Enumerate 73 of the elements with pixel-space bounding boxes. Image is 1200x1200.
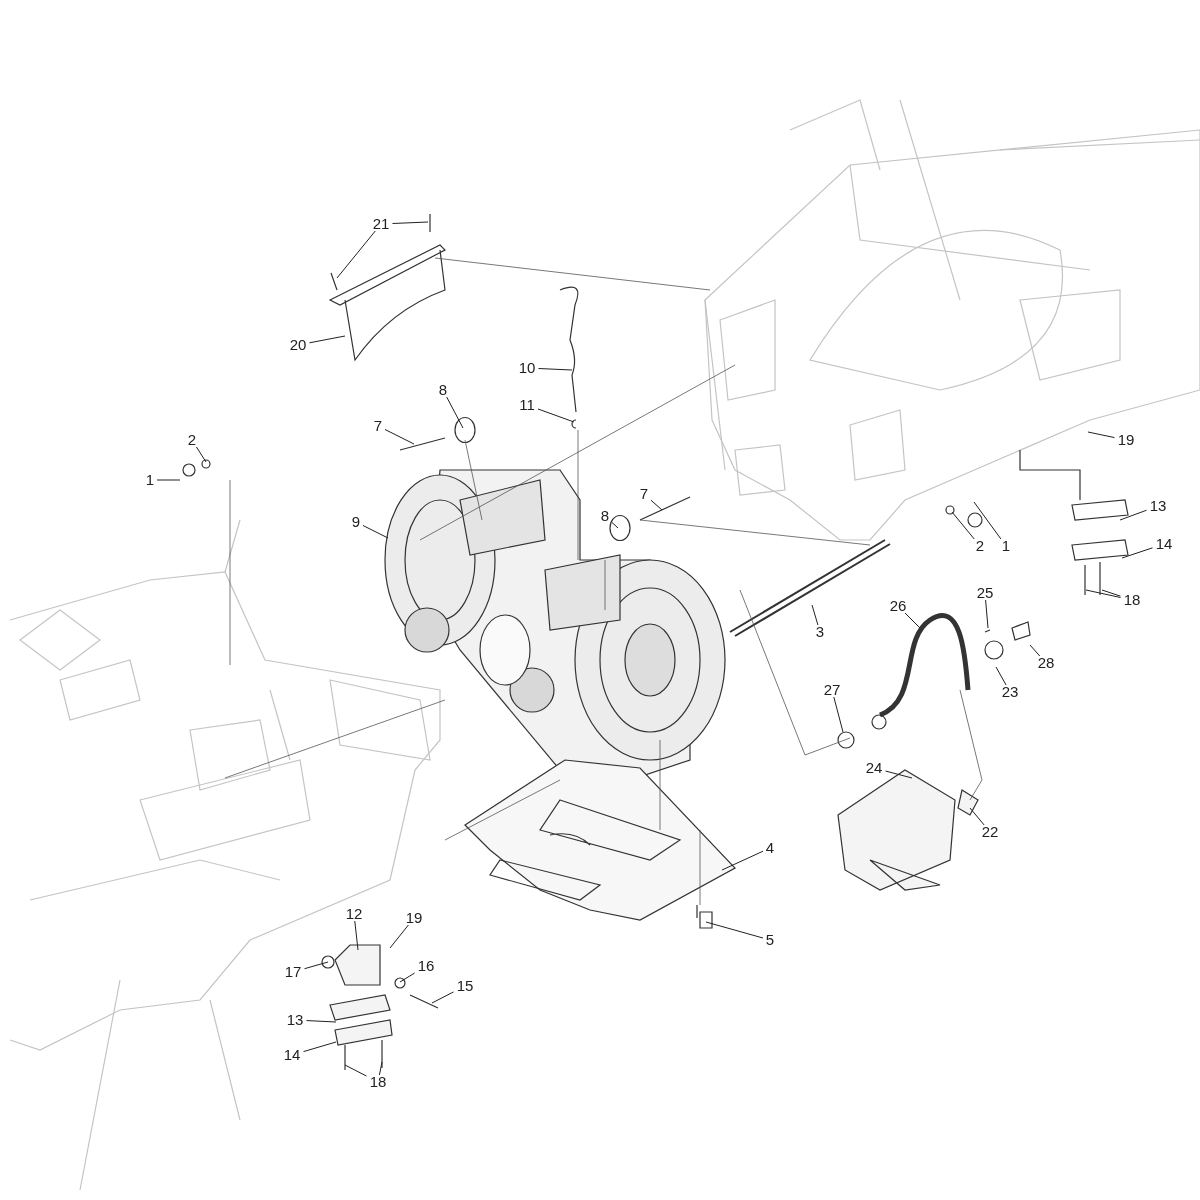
leader-line: [156, 479, 181, 481]
leader-line: [969, 807, 985, 826]
leader-line: [303, 1041, 337, 1053]
leader-line: [1119, 509, 1147, 521]
callout-number: 27: [821, 681, 843, 699]
callout-number: 21: [370, 215, 392, 233]
leader-line: [1087, 431, 1115, 439]
callout-number: 18: [367, 1073, 389, 1091]
callout-number: 5: [763, 931, 777, 949]
leader-line: [611, 521, 619, 529]
leader-line: [446, 396, 464, 429]
leader-line: [650, 499, 663, 511]
leader-line: [306, 1020, 337, 1023]
callout-number: 17: [282, 963, 304, 981]
leader-line: [538, 368, 573, 371]
callout-number: 10: [516, 359, 538, 377]
callout-number: 14: [1153, 535, 1175, 553]
leader-line: [389, 924, 409, 949]
leader-line: [195, 446, 207, 463]
callout-number: 20: [287, 336, 309, 354]
callout-number: 14: [281, 1046, 303, 1064]
leader-line: [431, 991, 454, 1004]
leader-line: [1029, 644, 1041, 657]
leader-line: [885, 770, 913, 779]
callout-number: 24: [863, 759, 885, 777]
callout-number: 8: [598, 507, 612, 525]
callout-number: 13: [284, 1011, 306, 1029]
leader-line: [833, 696, 844, 733]
callout-number: 19: [403, 909, 425, 927]
leader-line: [354, 920, 359, 951]
callout-number: 3: [813, 623, 827, 641]
leader-line: [811, 604, 819, 626]
leader-line: [344, 1064, 367, 1077]
callout-number: 15: [454, 977, 476, 995]
leader-line: [1101, 589, 1121, 597]
callout-number: 7: [371, 417, 385, 435]
callout-number: 23: [999, 683, 1021, 701]
callout-number: 1: [999, 537, 1013, 555]
leader-line: [392, 221, 429, 224]
callout-number: 1: [143, 471, 157, 489]
callout-number: 28: [1035, 654, 1057, 672]
leader-line: [951, 511, 975, 540]
callout-number: 8: [436, 381, 450, 399]
leader-line: [995, 666, 1007, 686]
leader-line: [384, 429, 415, 445]
leader-line: [973, 501, 1002, 540]
leader-line: [304, 961, 329, 970]
leader-line: [399, 972, 416, 983]
callout-number: 2: [185, 431, 199, 449]
callout-number: 11: [517, 396, 537, 414]
leader-line: [904, 612, 921, 629]
callout-number: 12: [343, 905, 365, 923]
callout-number: 16: [415, 957, 437, 975]
leader-line: [309, 335, 346, 344]
callout-number: 4: [763, 839, 777, 857]
callout-number: 7: [637, 485, 651, 503]
leader-line: [1085, 589, 1121, 598]
leader-line: [336, 230, 376, 279]
leader-line: [1121, 547, 1153, 559]
callout-number: 19: [1115, 431, 1137, 449]
callout-number: 22: [979, 823, 1001, 841]
callout-number: 25: [974, 584, 996, 602]
callout-number: 13: [1147, 497, 1169, 515]
callout-number: 18: [1121, 591, 1143, 609]
leader-line: [378, 1061, 383, 1076]
leader-line: [721, 850, 764, 871]
leader-line: [537, 408, 575, 423]
leader-line: [362, 525, 389, 539]
callout-number: 9: [349, 513, 363, 531]
leader-line: [705, 921, 764, 939]
leader-line: [985, 599, 989, 629]
callout-number: 2: [973, 537, 987, 555]
callout-number: 26: [887, 597, 909, 615]
